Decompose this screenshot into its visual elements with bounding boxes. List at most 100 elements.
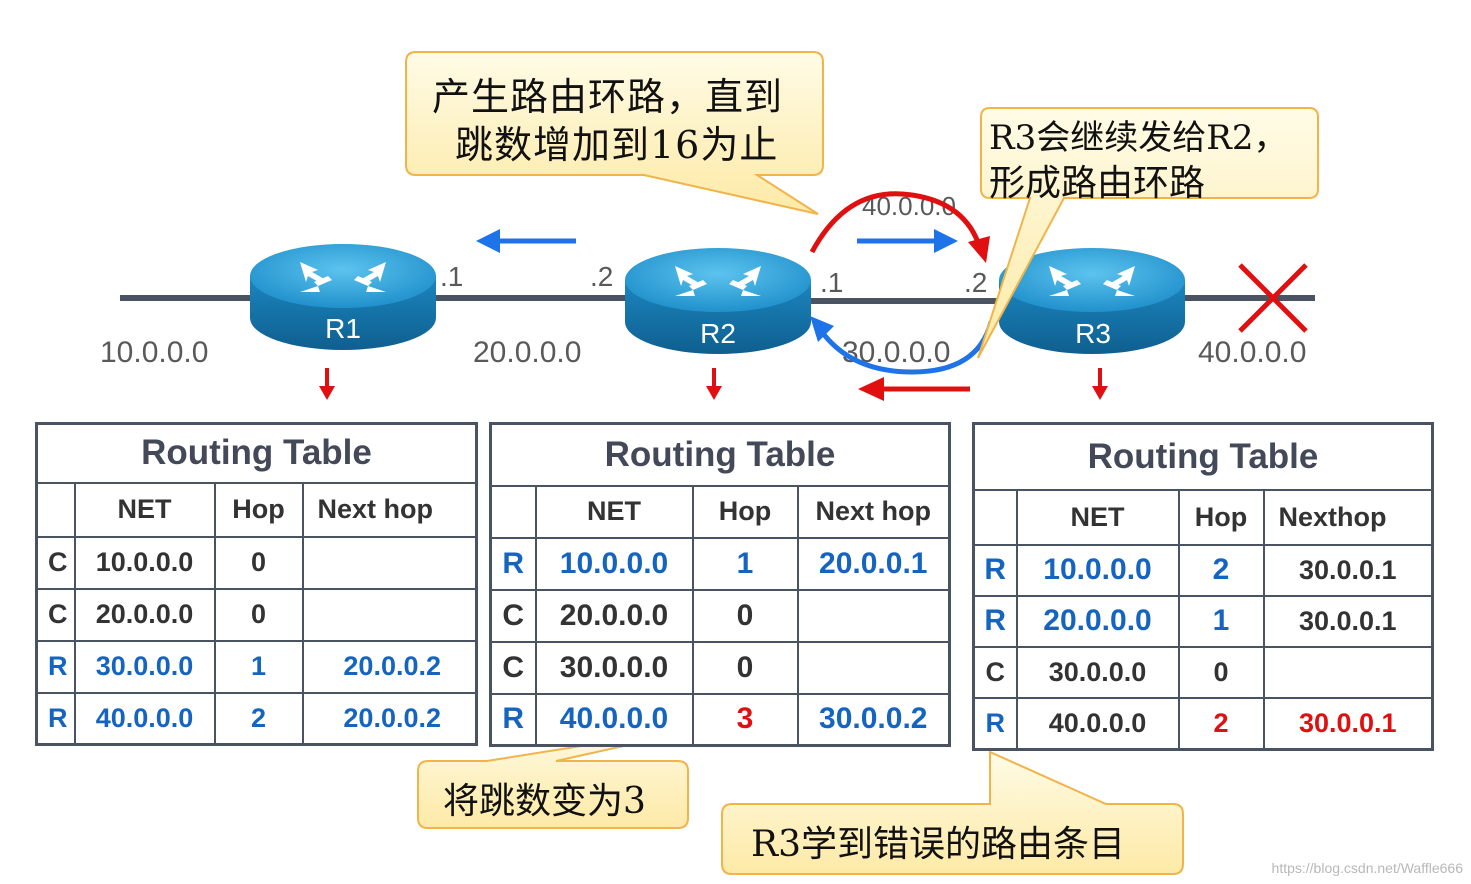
callout-wrong-text: R3学到错误的路由条目: [751, 824, 1126, 865]
down-arrow-r3-icon: [1092, 368, 1108, 400]
route-next-hop: 30.0.0.1: [1262, 594, 1434, 648]
router-r2-icon: [625, 248, 811, 354]
table-row: R 30.0.0.0 1 20.0.0.2: [35, 639, 478, 694]
callout-loop-line1: 产生路由环路，直到: [432, 75, 784, 119]
table-row: C 20.0.0.0 0: [489, 588, 951, 643]
route-net: 20.0.0.0: [73, 587, 216, 642]
table-row: C 30.0.0.0 0: [489, 640, 951, 695]
route-hop: 1: [213, 639, 304, 694]
route-type: C: [35, 587, 76, 642]
interface-r2-left: .2: [590, 261, 613, 292]
route-type: R: [489, 536, 537, 591]
callout-r3-line2: 形成路由环路: [989, 163, 1206, 204]
route-next-hop: 30.0.0.1: [1262, 696, 1434, 751]
route-hop: 0: [691, 588, 799, 643]
route-net: 30.0.0.0: [1015, 645, 1180, 699]
route-hop: 1: [1177, 594, 1265, 648]
route-type: R: [489, 692, 537, 747]
router-r3-label: R3: [1075, 318, 1111, 349]
route-next-hop: 30.0.0.1: [1262, 543, 1434, 597]
interface-r1-right: .1: [440, 261, 463, 292]
network-right-label: 40.0.0.0: [1198, 336, 1306, 369]
network-left-label: 10.0.0.0: [100, 336, 208, 369]
route-net: 10.0.0.0: [534, 536, 694, 591]
column-header-next-hop: Next hop: [796, 484, 951, 539]
down-arrow-r1-icon: [319, 368, 335, 400]
route-hop: 1: [691, 536, 799, 591]
callout-loop-line2: 跳数增加到16为止: [455, 123, 779, 167]
column-header-next-hop: Next hop: [301, 481, 478, 538]
route-hop: 0: [213, 535, 304, 590]
router-r1-label: R1: [325, 313, 361, 344]
callout-hop-bubble: [417, 721, 733, 829]
router-r2-label: R2: [700, 318, 736, 349]
column-header-hop: Hop: [1177, 488, 1265, 546]
route-next-hop: [301, 535, 478, 590]
table-title: Routing Table: [489, 422, 951, 487]
router-r3-icon: [999, 248, 1185, 354]
route-type: C: [972, 645, 1018, 699]
column-header-hop: Hop: [213, 481, 304, 538]
route-next-hop: 20.0.0.2: [301, 691, 478, 746]
route-net: 10.0.0.0: [1015, 543, 1180, 597]
route-next-hop: [1262, 645, 1434, 699]
callout-loop-bubble: [405, 51, 824, 215]
table-row: R 10.0.0.0 1 20.0.0.1: [489, 536, 951, 591]
route-type: C: [35, 535, 76, 590]
table-row: R 10.0.0.0 2 30.0.0.1: [972, 543, 1434, 597]
table-title: Routing Table: [972, 422, 1434, 491]
update-arrow-right-icon: [857, 229, 958, 253]
route-next-hop: 30.0.0.2: [796, 692, 951, 747]
table-row: C 20.0.0.0 0: [35, 587, 478, 642]
route-net: 30.0.0.0: [73, 639, 216, 694]
route-type: R: [972, 696, 1018, 751]
routing-table-r2: Routing Table NET Hop Next hop R 10.0.0.…: [489, 422, 951, 747]
table-row: R 40.0.0.0 3 30.0.0.2: [489, 692, 951, 747]
loop-arrow-bottom-icon: [810, 316, 994, 375]
table-row: R 40.0.0.0 2 30.0.0.1: [972, 696, 1434, 751]
callout-r3-line1: R3会继续发给R2，: [989, 118, 1288, 158]
column-header-hop: Hop: [691, 484, 799, 539]
route-net: 40.0.0.0: [534, 692, 694, 747]
column-header-net: NET: [1015, 488, 1180, 546]
router-r1-icon: [250, 244, 436, 350]
link-failure-icon: [1238, 263, 1308, 333]
route-next-hop: 20.0.0.2: [301, 639, 478, 694]
callout-hop-text: 将跳数变为3: [443, 781, 646, 822]
route-net: 40.0.0.0: [1015, 696, 1180, 751]
route-net: 10.0.0.0: [73, 535, 216, 590]
route-hop: 3: [691, 692, 799, 747]
route-next-hop: [796, 640, 951, 695]
route-hop: 2: [213, 691, 304, 746]
route-type: R: [35, 639, 76, 694]
interface-r3-left: .2: [964, 267, 987, 298]
route-next-hop: 20.0.0.1: [796, 536, 951, 591]
route-next-hop: [796, 588, 951, 643]
update-arrow-left-icon: [476, 229, 576, 253]
loop-arrow-top-icon: [809, 191, 990, 263]
route-type: C: [489, 640, 537, 695]
callout-r3-bubble: [977, 107, 1319, 359]
route-type: R: [972, 543, 1018, 597]
down-arrow-r2-icon: [706, 368, 722, 400]
route-hop: 2: [1177, 696, 1265, 751]
column-header-net: NET: [73, 481, 216, 538]
route-net: 40.0.0.0: [73, 691, 216, 746]
route-net: 30.0.0.0: [534, 640, 694, 695]
route-type: C: [489, 588, 537, 643]
watermark: https://blog.csdn.net/Waffle666: [1271, 860, 1463, 876]
route-hop: 2: [1177, 543, 1265, 597]
routing-table-r1: Routing Table NET Hop Next hop C 10.0.0.…: [35, 422, 478, 746]
route-next-hop: [301, 587, 478, 642]
route-type: R: [35, 691, 76, 746]
routing-table-r3: Routing Table NET Hop Nexthop R 10.0.0.0…: [972, 422, 1434, 751]
route-hop: 0: [691, 640, 799, 695]
update-arrow-red-icon: [858, 377, 970, 401]
column-header-next-hop: Nexthop: [1262, 488, 1434, 546]
route-hop: 0: [1177, 645, 1265, 699]
column-header-net: NET: [534, 484, 694, 539]
route-net: 20.0.0.0: [1015, 594, 1180, 648]
interface-r2-right: .1: [820, 267, 843, 298]
